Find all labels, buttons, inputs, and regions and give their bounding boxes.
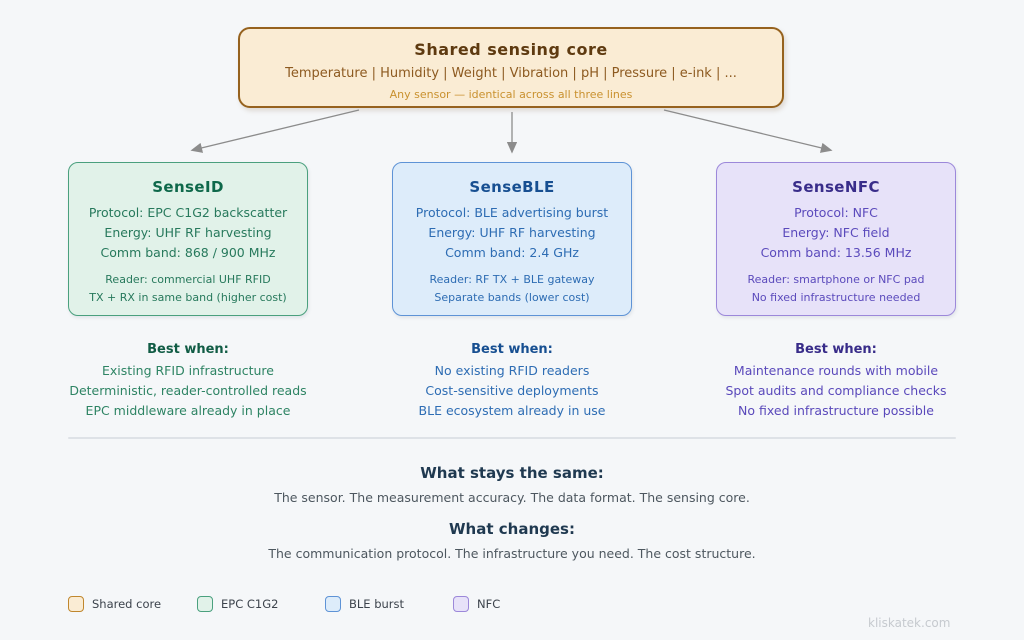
- best-when-item: Deterministic, reader-controlled reads: [69, 383, 307, 398]
- spec-protocol: Protocol: NFC: [794, 205, 878, 220]
- spec-protocol: Protocol: BLE advertising burst: [415, 205, 609, 220]
- legend-swatch-epc-c1g2: [197, 596, 213, 612]
- arrow-to-senseid: [190, 109, 360, 153]
- spec-protocol: Protocol: EPC C1G2 backscatter: [88, 205, 288, 220]
- spec-energy: Energy: NFC field: [782, 225, 890, 240]
- best-when-item: No existing RFID readers: [434, 363, 590, 378]
- legend-item-ble-burst: BLE burst: [325, 596, 404, 612]
- card-notes: Reader: commercial UHF RFID TX + RX in s…: [69, 271, 307, 307]
- core-note: Any sensor — identical across all three …: [389, 88, 633, 101]
- note-band: Separate bands (lower cost): [434, 291, 590, 304]
- best-when-senseid: Best when: Existing RFID infrastructure …: [38, 340, 338, 421]
- arrow-to-sensenfc: [663, 109, 833, 153]
- best-when-item: No fixed infrastructure possible: [738, 403, 934, 418]
- best-when-item: Spot audits and compliance checks: [725, 383, 947, 398]
- card-title: SenseBLE: [469, 178, 555, 196]
- card-title: SenseNFC: [792, 178, 880, 196]
- spec-comm-band: Comm band: 868 / 900 MHz: [100, 245, 276, 260]
- core-title: Shared sensing core: [414, 40, 608, 59]
- card-notes: Reader: smartphone or NFC pad No fixed i…: [717, 271, 955, 307]
- best-when-heading: Best when:: [795, 342, 877, 357]
- legend-label: NFC: [477, 597, 501, 611]
- changes-heading: What changes:: [449, 520, 575, 538]
- core-sensor-list: Temperature | Humidity | Weight | Vibrat…: [285, 66, 737, 81]
- spec-comm-band: Comm band: 13.56 MHz: [760, 245, 912, 260]
- note-reader: Reader: commercial UHF RFID: [105, 273, 271, 286]
- best-when-item: EPC middleware already in place: [85, 403, 291, 418]
- legend-item-nfc: NFC: [453, 596, 500, 612]
- legend-label: Shared core: [92, 597, 162, 611]
- note-band: TX + RX in same band (higher cost): [89, 291, 287, 304]
- watermark: kliskatek.com: [868, 616, 951, 630]
- legend-swatch-nfc: [453, 596, 469, 612]
- best-when-item: BLE ecosystem already in use: [418, 403, 606, 418]
- best-when-item: Maintenance rounds with mobile: [733, 363, 939, 378]
- card-senseid: SenseID Protocol: EPC C1G2 backscatter E…: [68, 162, 308, 316]
- card-specs: Protocol: EPC C1G2 backscatter Energy: U…: [69, 203, 307, 263]
- best-when-sensenfc: Best when: Maintenance rounds with mobil…: [686, 340, 986, 421]
- best-when-heading: Best when:: [147, 342, 229, 357]
- summary-section: What stays the same: The sensor. The mea…: [0, 462, 1024, 563]
- legend-item-shared-core: Shared core: [68, 596, 161, 612]
- note-reader: Reader: RF TX + BLE gateway: [429, 273, 595, 286]
- card-sensenfc: SenseNFC Protocol: NFC Energy: NFC field…: [716, 162, 956, 316]
- stays-same-body: The sensor. The measurement accuracy. Th…: [274, 490, 750, 505]
- stays-same-heading: What stays the same:: [420, 464, 604, 482]
- best-when-item: Existing RFID infrastructure: [102, 363, 274, 378]
- card-senseble: SenseBLE Protocol: BLE advertising burst…: [392, 162, 632, 316]
- best-when-senseble: Best when: No existing RFID readers Cost…: [362, 340, 662, 421]
- spec-energy: Energy: UHF RF harvesting: [104, 225, 272, 240]
- note-infrastructure: No fixed infrastructure needed: [751, 291, 921, 304]
- shared-core-box: Shared sensing core Temperature | Humidi…: [238, 27, 784, 108]
- card-notes: Reader: RF TX + BLE gateway Separate ban…: [393, 271, 631, 307]
- section-divider: [68, 437, 956, 439]
- card-specs: Protocol: NFC Energy: NFC field Comm ban…: [717, 203, 955, 263]
- changes-body: The communication protocol. The infrastr…: [268, 546, 756, 561]
- legend-item-epc-c1g2: EPC C1G2: [197, 596, 278, 612]
- legend-label: BLE burst: [349, 597, 405, 611]
- legend-swatch-shared-core: [68, 596, 84, 612]
- legend-swatch-ble-burst: [325, 596, 341, 612]
- spec-energy: Energy: UHF RF harvesting: [428, 225, 596, 240]
- card-title: SenseID: [152, 178, 224, 196]
- card-specs: Protocol: BLE advertising burst Energy: …: [393, 203, 631, 263]
- note-reader: Reader: smartphone or NFC pad: [747, 273, 925, 286]
- best-when-item: Cost-sensitive deployments: [425, 383, 599, 398]
- spec-comm-band: Comm band: 2.4 GHz: [445, 245, 579, 260]
- legend-label: EPC C1G2: [221, 597, 279, 611]
- best-when-heading: Best when:: [471, 342, 553, 357]
